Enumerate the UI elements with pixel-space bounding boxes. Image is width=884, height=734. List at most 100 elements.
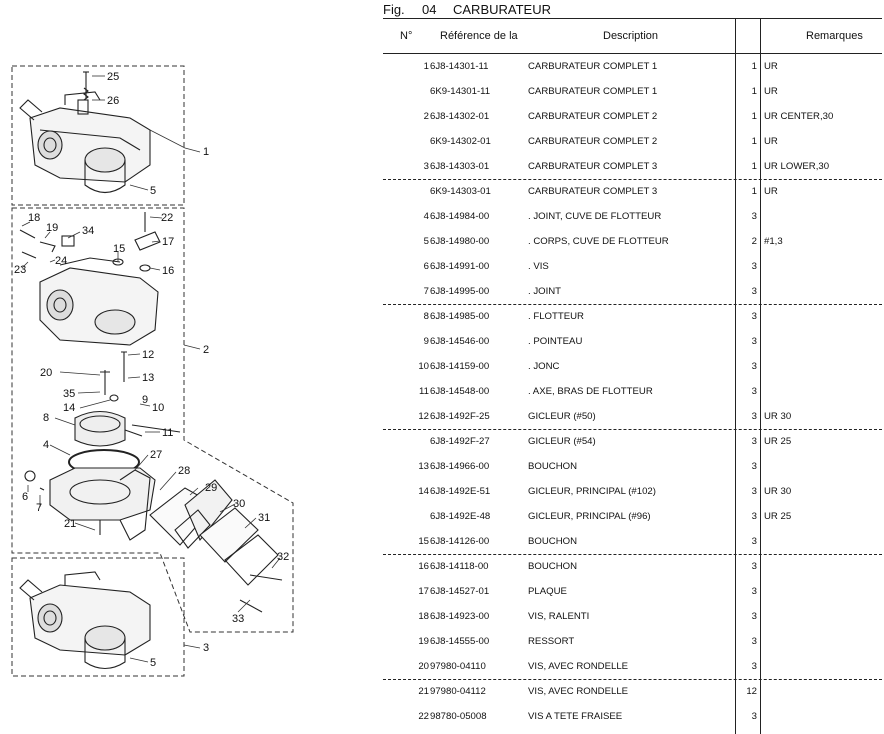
reference-code: 6J8-14301-11 xyxy=(430,61,489,72)
quantity: 3 xyxy=(751,336,757,347)
callout-25: 25 xyxy=(107,71,119,83)
callout-35: 35 xyxy=(63,388,75,400)
callout-4: 4 xyxy=(43,439,49,451)
reference-code: 6J8-14985-00 xyxy=(430,311,490,322)
callout-22: 22 xyxy=(161,212,173,224)
part-number: 22 xyxy=(418,711,429,722)
remarks: UR xyxy=(764,186,778,197)
part-description: VIS, RALENTI xyxy=(528,611,590,622)
part-number: 15 xyxy=(418,536,429,547)
callout-26: 26 xyxy=(107,95,119,107)
part-description: . AXE, BRAS DE FLOTTEUR xyxy=(528,386,653,397)
header-reference: Référence de la xyxy=(440,30,518,42)
remarks: UR 25 xyxy=(764,511,792,522)
reference-code: 6J8-14303-01 xyxy=(430,161,490,172)
remarks: UR 30 xyxy=(764,411,792,422)
reference-code: 97980-04112 xyxy=(430,686,486,697)
remarks: #1,3 xyxy=(764,236,783,247)
column-divider-remarks xyxy=(760,18,761,734)
quantity: 1 xyxy=(751,86,757,97)
callout-18: 18 xyxy=(28,212,40,224)
callout-9: 9 xyxy=(142,394,148,406)
column-divider-qty xyxy=(735,18,736,734)
part-description: CARBURATEUR COMPLET 3 xyxy=(528,161,658,172)
callout-10: 10 xyxy=(152,402,164,414)
callout-34: 34 xyxy=(82,225,94,237)
callout-19: 19 xyxy=(46,222,58,234)
part-number: 10 xyxy=(418,361,429,372)
exploded-parts-diagram: 25 26 1 5 18 19 34 22 17 15 16 23 24 2 1… xyxy=(11,65,294,677)
callout-11: 11 xyxy=(162,427,173,439)
part-number: 16 xyxy=(418,561,429,572)
quantity: 3 xyxy=(751,611,757,622)
quantity: 3 xyxy=(751,386,757,397)
part-description: . JOINT xyxy=(528,286,562,297)
part-description: BOUCHON xyxy=(528,536,578,547)
callout-21: 21 xyxy=(64,518,76,530)
callout-5b: 5 xyxy=(150,657,156,669)
part-description: VIS, AVEC RONDELLE xyxy=(528,686,629,697)
remarks: UR xyxy=(764,136,778,147)
quantity: 1 xyxy=(751,161,757,172)
callout-1: 1 xyxy=(203,146,209,158)
quantity: 3 xyxy=(751,536,757,547)
part-description: CARBURATEUR COMPLET 1 xyxy=(528,61,658,72)
part-number: 6 xyxy=(423,261,429,272)
quantity: 3 xyxy=(751,311,757,322)
group-separator xyxy=(383,179,882,180)
reference-code: 98780-05008 xyxy=(430,711,487,722)
callout-24: 24 xyxy=(55,255,67,267)
quantity: 3 xyxy=(751,661,757,672)
part-description: . JONC xyxy=(528,361,560,372)
callout-12: 12 xyxy=(142,349,154,361)
callout-23: 23 xyxy=(14,264,26,276)
callout-29: 29 xyxy=(205,482,217,494)
quantity: 3 xyxy=(751,361,757,372)
remarks: UR xyxy=(764,61,778,72)
part-number: 20 xyxy=(418,661,429,672)
group-separator xyxy=(383,429,882,430)
quantity: 3 xyxy=(751,461,757,472)
callout-15: 15 xyxy=(113,243,125,255)
quantity: 3 xyxy=(751,211,757,222)
reference-code: 6J8-14984-00 xyxy=(430,211,490,222)
reference-code: 6J8-14995-00 xyxy=(430,286,490,297)
part-number: 4 xyxy=(423,211,429,222)
reference-code: 6J8-14126-00 xyxy=(430,536,490,547)
part-description: BOUCHON xyxy=(528,461,578,472)
carburetor-1-illustration xyxy=(19,71,151,194)
reference-code: 97980-04110 xyxy=(430,661,486,672)
header-description: Description xyxy=(603,30,659,42)
quantity: 3 xyxy=(751,436,757,447)
callout-30: 30 xyxy=(233,498,245,510)
figure-label: Fig. xyxy=(383,2,405,17)
quantity: 3 xyxy=(751,511,757,522)
callout-13: 13 xyxy=(142,372,154,384)
part-number: 3 xyxy=(423,161,429,172)
part-number: 1 xyxy=(423,61,429,72)
reference-code: 6J8-14159-00 xyxy=(430,361,490,372)
reference-code: 6J8-1492E-51 xyxy=(430,486,491,497)
quantity: 3 xyxy=(751,561,757,572)
callout-3: 3 xyxy=(203,642,209,654)
part-description: GICLEUR, PRINCIPAL (#96) xyxy=(528,511,651,522)
reference-code: 6K9-14302-01 xyxy=(430,136,491,147)
part-description: CARBURATEUR COMPLET 2 xyxy=(528,111,658,122)
part-number: 9 xyxy=(423,336,429,347)
part-description: GICLEUR (#50) xyxy=(528,411,596,422)
part-description: CARBURATEUR COMPLET 3 xyxy=(528,186,658,197)
part-number: 21 xyxy=(418,686,429,697)
reference-code: 6J8-14555-00 xyxy=(430,636,490,647)
